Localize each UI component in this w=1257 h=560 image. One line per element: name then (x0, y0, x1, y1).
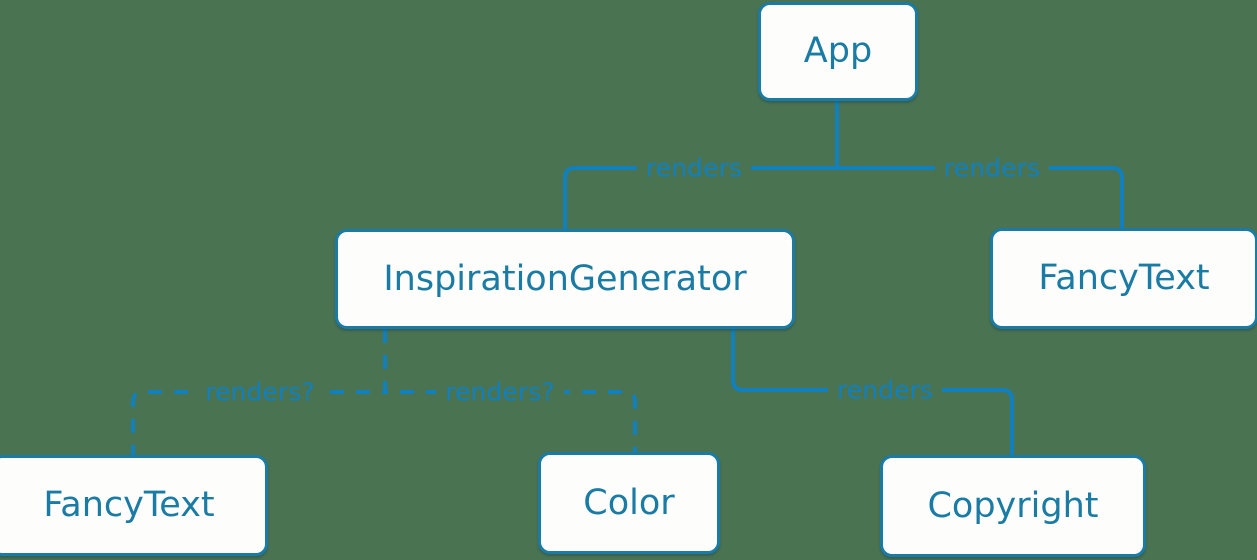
edge-label-app-inspirationgenerator: renders (636, 155, 752, 181)
node-app[interactable]: App (758, 2, 918, 101)
edge-app-to-fancytext (835, 101, 1124, 228)
edge-label-inspirationgenerator-color: renders? (436, 379, 564, 405)
edge-app-to-inspirationgenerator (563, 101, 839, 229)
edge-inspirationgenerator-to-color (383, 329, 637, 452)
node-app-label: App (803, 31, 873, 71)
node-fancytext-right[interactable]: FancyText (990, 228, 1257, 329)
node-copyright-label: Copyright (927, 485, 1099, 526)
node-fancytext-bottom-left[interactable]: FancyText (0, 455, 268, 556)
node-copyright[interactable]: Copyright (880, 455, 1146, 557)
edge-inspirationgenerator-to-fancytext (131, 329, 387, 455)
edge-label-inspirationgenerator-fancytext: renders? (196, 379, 324, 405)
edge-label-inspirationgenerator-copyright: renders (827, 377, 943, 403)
edge-label-app-fancytext: renders (934, 155, 1050, 181)
node-inspirationgenerator-label: InspirationGenerator (383, 258, 747, 299)
node-fancytext-bottom-left-label: FancyText (43, 485, 215, 525)
node-color[interactable]: Color (538, 452, 720, 554)
node-inspirationgenerator[interactable]: InspirationGenerator (335, 229, 795, 329)
node-color-label: Color (583, 482, 675, 523)
node-fancytext-right-label: FancyText (1038, 258, 1210, 298)
